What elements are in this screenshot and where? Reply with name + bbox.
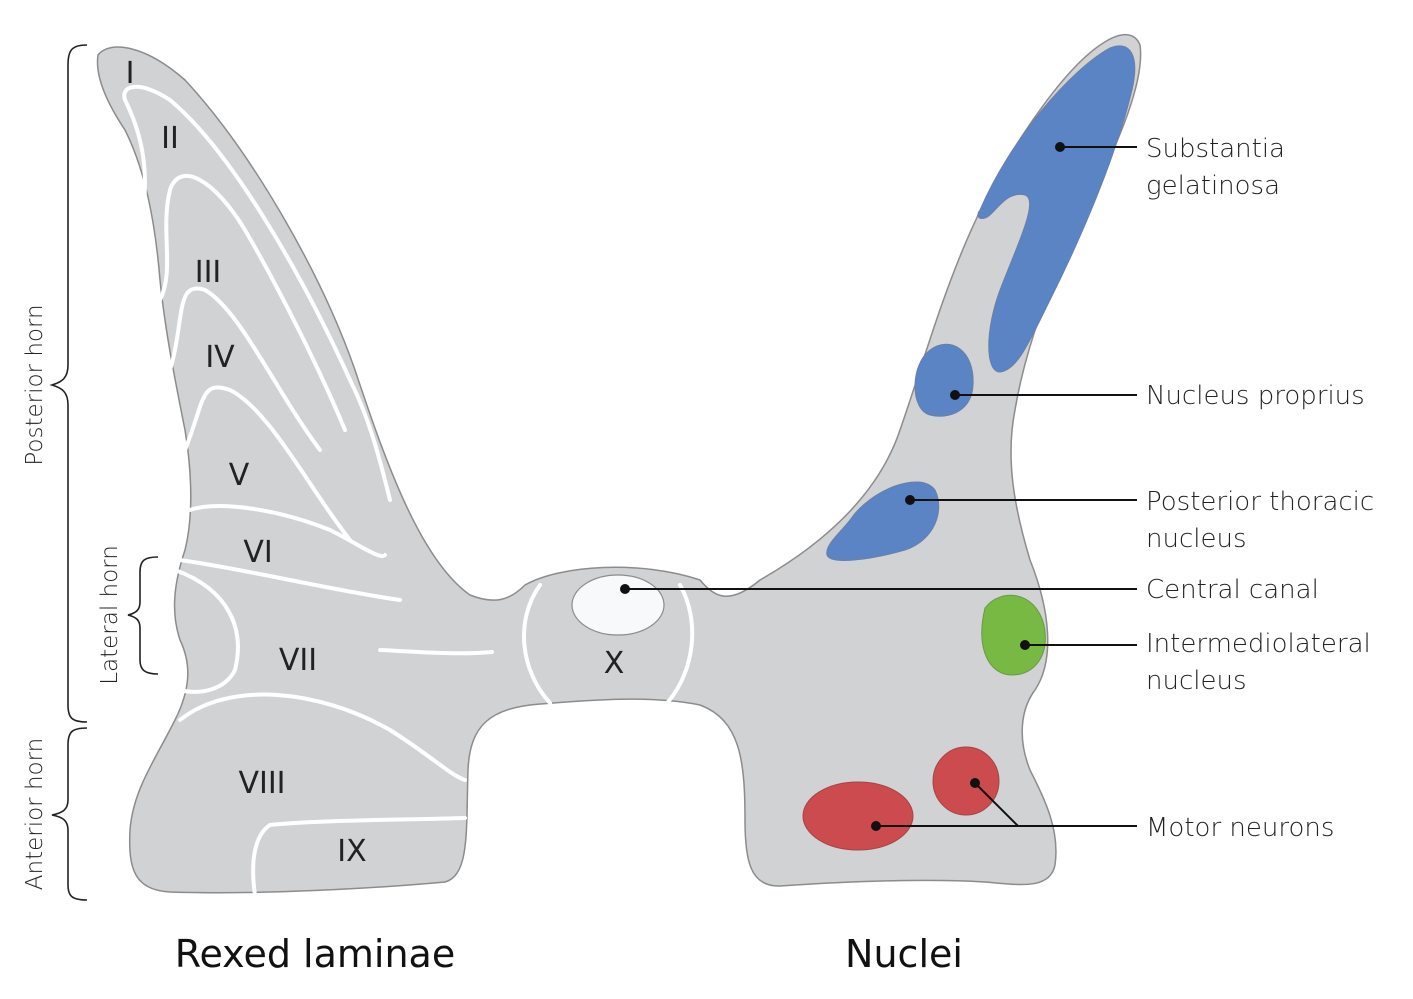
- rexed-laminae-title: Rexed laminae: [175, 932, 455, 976]
- nucleus-proprius-region: [914, 343, 974, 417]
- substantia-gelatinosa-dot: [1055, 142, 1065, 152]
- leader-lines: [620, 142, 1137, 831]
- lamina-boundaries: [122, 84, 695, 897]
- nuclei-title: Nuclei: [845, 932, 963, 976]
- anterior-horn-label: Anterior horn: [22, 738, 48, 890]
- nucleus-proprius-label: Nucleus proprius: [1146, 381, 1365, 411]
- nucleus-proprius-dot: [950, 390, 960, 400]
- lamina-label-ii: II: [161, 121, 179, 156]
- substantia-gelatinosa-region: [977, 45, 1136, 373]
- lamina-label-iv: IV: [205, 340, 235, 375]
- lamina-label-v: V: [229, 458, 250, 493]
- lamina-label-i: I: [126, 56, 135, 91]
- motor-neurons-dot-1: [871, 821, 881, 831]
- intermediolateral-dot: [1020, 640, 1030, 650]
- intermediolateral-label: Intermediolateral nucleus: [1146, 629, 1379, 696]
- central-canal-label: Central canal: [1146, 575, 1319, 605]
- lamina-label-vi: VI: [243, 535, 272, 570]
- posterior-horn-label: Posterior horn: [22, 304, 48, 465]
- lamina-label-iii: III: [195, 255, 222, 290]
- lamina-label-viii: VIII: [238, 766, 285, 801]
- motor-neurons-dot-2: [970, 778, 980, 788]
- side-braces: [49, 44, 159, 901]
- lamina-labels: I II III IV V VI VII VIII IX X: [126, 56, 625, 869]
- central-canal-dot: [620, 584, 630, 594]
- nuclei-labels: Substantia gelatinosa Nucleus proprius P…: [1146, 134, 1382, 843]
- posterior-thoracic-label: Posterior thoracic nucleus: [1146, 487, 1382, 554]
- central-canal: [571, 574, 665, 636]
- lateral-horn-label: Lateral horn: [97, 545, 123, 685]
- anterior-horn-brace: [51, 727, 88, 901]
- motor-neurons-region-1: [802, 781, 914, 851]
- motor-neurons-label: Motor neurons: [1146, 813, 1334, 843]
- motor-neurons-region-2: [932, 746, 1000, 816]
- posterior-horn-brace: [49, 44, 88, 723]
- posterior-thoracic-dot: [905, 495, 915, 505]
- lamina-label-ix: IX: [337, 834, 366, 869]
- lateral-horn-brace: [127, 556, 159, 675]
- lamina-label-vii: VII: [279, 643, 317, 678]
- substantia-gelatinosa-label: Substantia gelatinosa: [1146, 134, 1293, 201]
- lamina-label-x: X: [604, 646, 625, 681]
- intermediolateral-region: [981, 594, 1046, 676]
